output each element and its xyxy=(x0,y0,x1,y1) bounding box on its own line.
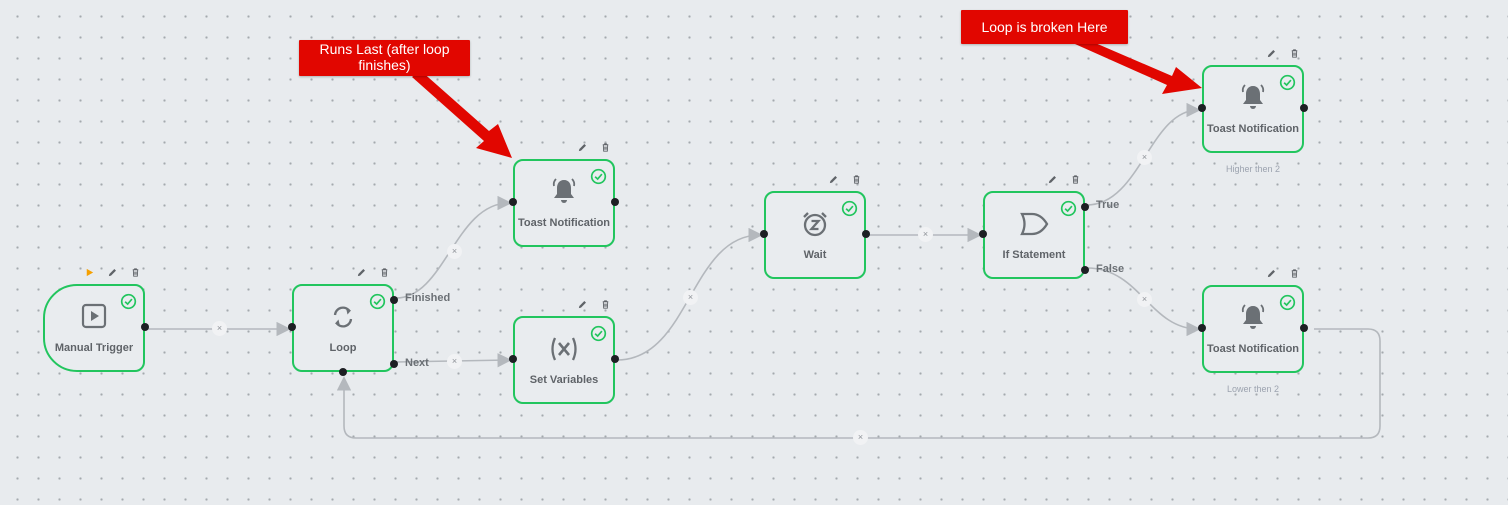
output-handle[interactable] xyxy=(611,355,619,363)
bell-icon xyxy=(1241,304,1265,329)
node-wait[interactable]: Wait xyxy=(760,175,870,279)
input-handle[interactable] xyxy=(760,230,768,238)
check-circle-icon xyxy=(120,293,137,310)
node-toast-notification-higher[interactable]: Toast Notification Higher then 2 xyxy=(1198,49,1308,174)
play-icon[interactable] xyxy=(84,267,95,278)
check-circle-icon xyxy=(369,293,386,310)
node-label: Set Variables xyxy=(529,374,599,386)
annotation-loop-broken: Loop is broken Here xyxy=(961,10,1128,44)
node-loop[interactable]: Loop xyxy=(288,268,398,376)
trash-icon[interactable] xyxy=(600,299,611,310)
check-circle-icon xyxy=(590,325,607,342)
pencil-icon[interactable] xyxy=(356,267,367,278)
output-handle[interactable] xyxy=(141,323,149,331)
output-handle-true[interactable] xyxy=(1081,203,1089,211)
node-set-variables[interactable]: Set Variables xyxy=(509,300,619,404)
node-toast-notification-lower[interactable]: Toast Notification Lower then 2 xyxy=(1198,269,1308,394)
output-handle[interactable] xyxy=(611,198,619,206)
output-handle-finished[interactable] xyxy=(390,296,398,304)
callout-arrow-loop-broken xyxy=(1075,36,1202,94)
port-label-true: True xyxy=(1096,199,1120,211)
edge-delete-set-variables-wait[interactable]: × xyxy=(683,290,698,305)
input-handle[interactable] xyxy=(509,355,517,363)
node-label: Manual Trigger xyxy=(54,342,134,354)
output-handle[interactable] xyxy=(1300,324,1308,332)
alarm-clock-icon xyxy=(803,212,827,237)
node-label: Toast Notification xyxy=(1206,343,1300,355)
node-toast-notification-finished[interactable]: Toast Notification xyxy=(509,143,619,247)
output-handle-false[interactable] xyxy=(1081,266,1089,274)
pencil-icon[interactable] xyxy=(1047,174,1058,185)
edge-delete-toast-lower-loop[interactable]: × xyxy=(853,430,868,445)
loop-back-handle[interactable] xyxy=(339,368,347,376)
pencil-icon[interactable] xyxy=(107,267,118,278)
edge-delete-trigger-loop[interactable]: × xyxy=(212,321,227,336)
port-label-false: False xyxy=(1096,263,1125,275)
play-square-icon xyxy=(81,303,107,329)
bell-icon xyxy=(552,178,576,203)
trash-icon[interactable] xyxy=(1289,268,1300,279)
pencil-icon[interactable] xyxy=(1266,48,1277,59)
edge-delete-if-true[interactable]: × xyxy=(1137,150,1152,165)
output-handle[interactable] xyxy=(862,230,870,238)
edge-delete-loop-set-variables[interactable]: × xyxy=(447,354,462,369)
input-handle[interactable] xyxy=(1198,104,1206,112)
edge-delete-loop-toast[interactable]: × xyxy=(447,244,462,259)
output-handle[interactable] xyxy=(1300,104,1308,112)
output-handle-next[interactable] xyxy=(390,360,398,368)
input-handle[interactable] xyxy=(1198,324,1206,332)
node-label: Toast Notification xyxy=(1206,123,1300,135)
trash-icon[interactable] xyxy=(1289,48,1300,59)
trash-icon[interactable] xyxy=(130,267,141,278)
pencil-icon[interactable] xyxy=(828,174,839,185)
node-label: If Statement xyxy=(1002,249,1066,261)
check-circle-icon xyxy=(1279,74,1296,91)
node-manual-trigger[interactable]: Manual Trigger xyxy=(43,268,149,372)
edge-toast-lower-loop[interactable] xyxy=(336,328,1381,439)
check-circle-icon xyxy=(1060,200,1077,217)
node-label: Loop xyxy=(329,342,357,354)
annotation-runs-last: Runs Last (after loop finishes) xyxy=(299,40,470,76)
check-circle-icon xyxy=(590,168,607,185)
pencil-icon[interactable] xyxy=(577,299,588,310)
trash-icon[interactable] xyxy=(1070,174,1081,185)
node-sublabel: Higher then 2 xyxy=(1225,164,1281,174)
input-handle[interactable] xyxy=(509,198,517,206)
bell-icon xyxy=(1241,84,1265,109)
refresh-icon xyxy=(333,306,353,328)
check-circle-icon xyxy=(841,200,858,217)
pencil-icon[interactable] xyxy=(577,142,588,153)
variable-icon xyxy=(551,337,577,361)
logic-gate-icon xyxy=(1020,212,1049,236)
edge-delete-if-false[interactable]: × xyxy=(1137,292,1152,307)
check-circle-icon xyxy=(1279,294,1296,311)
trash-icon[interactable] xyxy=(600,142,611,153)
node-label: Toast Notification xyxy=(517,217,611,229)
pencil-icon[interactable] xyxy=(1266,268,1277,279)
edge-delete-wait-if[interactable]: × xyxy=(918,227,933,242)
callout-arrow-runs-last xyxy=(412,70,512,158)
port-label-finished: Finished xyxy=(405,292,451,304)
node-if-statement[interactable]: If Statement xyxy=(979,175,1089,279)
port-label-next: Next xyxy=(405,357,429,369)
input-handle[interactable] xyxy=(288,323,296,331)
trash-icon[interactable] xyxy=(851,174,862,185)
node-sublabel: Lower then 2 xyxy=(1226,384,1280,394)
input-handle[interactable] xyxy=(979,230,987,238)
trash-icon[interactable] xyxy=(379,267,390,278)
node-label: Wait xyxy=(803,249,827,261)
